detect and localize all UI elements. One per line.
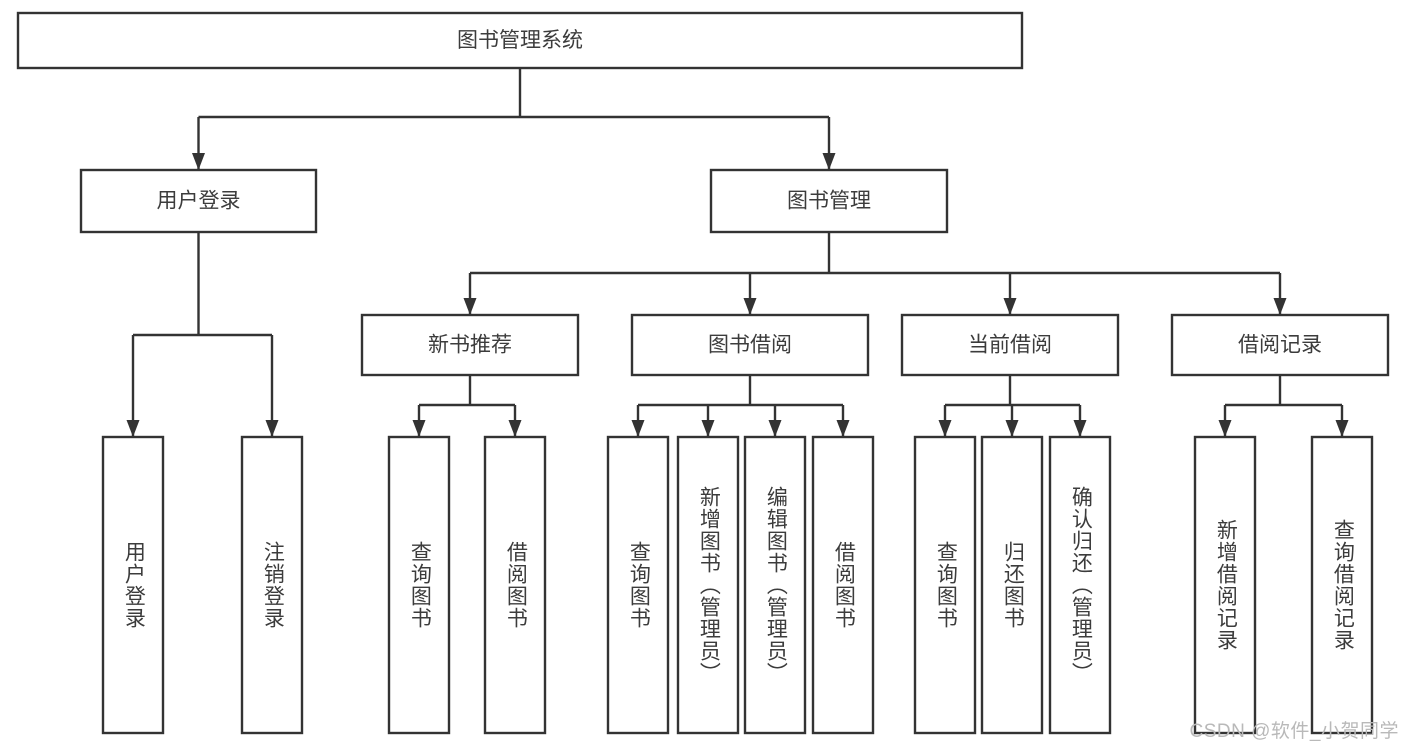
node-box-leaf-user-logout[interactable] [240,435,304,735]
node-label-book-manage: 图书管理 [787,190,871,213]
node-box-borrow-record[interactable] [1170,313,1390,377]
node-box-leaf-edit-book[interactable] [743,435,807,735]
node-box-leaf-query-book-brw[interactable] [606,435,670,735]
node-box-leaf-add-record[interactable] [1193,435,1257,735]
edges-layer [126,68,1349,437]
node-box-current-borrow[interactable] [900,313,1120,377]
node-box-leaf-borrow-book-brw[interactable] [811,435,875,735]
node-label-borrow-record: 借阅记录 [1238,334,1322,357]
node-box-leaf-user-login[interactable] [101,435,165,735]
node-box-root[interactable] [16,11,1024,70]
node-label-user-login: 用户登录 [157,190,241,213]
arrow-head-icon-leaf-borrow-book-rec [508,420,522,437]
arrow-head-icon-new-book-recommend [463,298,477,315]
node-box-leaf-query-book-cur[interactable] [913,435,977,735]
arrow-head-icon-borrow-record [1273,298,1287,315]
arrow-head-icon-leaf-return-book [1005,420,1019,437]
arrow-head-icon-book-manage [822,153,836,170]
node-box-leaf-return-book[interactable] [980,435,1044,735]
arrow-head-icon-current-borrow [1003,298,1017,315]
node-box-leaf-query-record[interactable] [1310,435,1374,735]
node-box-leaf-query-book-rec[interactable] [387,435,451,735]
boxes-layer [16,11,1390,735]
node-box-leaf-confirm-return[interactable] [1048,435,1112,735]
arrow-head-icon-leaf-query-book-cur [938,420,952,437]
watermark-text: CSDN @软件_小贺同学 [1189,721,1399,742]
node-box-book-borrow[interactable] [630,313,870,377]
arrow-head-icon-user-login [192,153,205,170]
arrow-head-icon-leaf-edit-book [768,420,782,437]
arrow-head-icon-leaf-add-book [701,420,715,437]
arrow-head-icon-leaf-query-book-rec [412,420,426,437]
arrow-head-icon-leaf-user-logout [265,420,279,437]
arrow-head-icon-leaf-user-login [126,420,140,437]
node-label-root: 图书管理系统 [457,29,583,52]
arrow-head-icon-leaf-borrow-book-brw [836,420,850,437]
node-box-new-book-recommend[interactable] [360,313,580,377]
arrow-head-icon-leaf-query-record [1335,420,1349,437]
node-box-book-manage[interactable] [709,168,949,234]
node-label-new-book-recommend: 新书推荐 [428,334,512,357]
node-label-current-borrow: 当前借阅 [968,334,1052,357]
arrow-head-icon-leaf-query-book-brw [631,420,645,437]
node-box-leaf-add-book[interactable] [676,435,740,735]
node-label-book-borrow: 图书借阅 [708,334,792,357]
arrow-head-icon-book-borrow [743,298,757,315]
arrow-head-icon-leaf-confirm-return [1073,420,1087,437]
node-box-user-login[interactable] [79,168,318,234]
node-box-leaf-borrow-book-rec[interactable] [483,435,547,735]
arrow-head-icon-leaf-add-record [1218,420,1232,437]
